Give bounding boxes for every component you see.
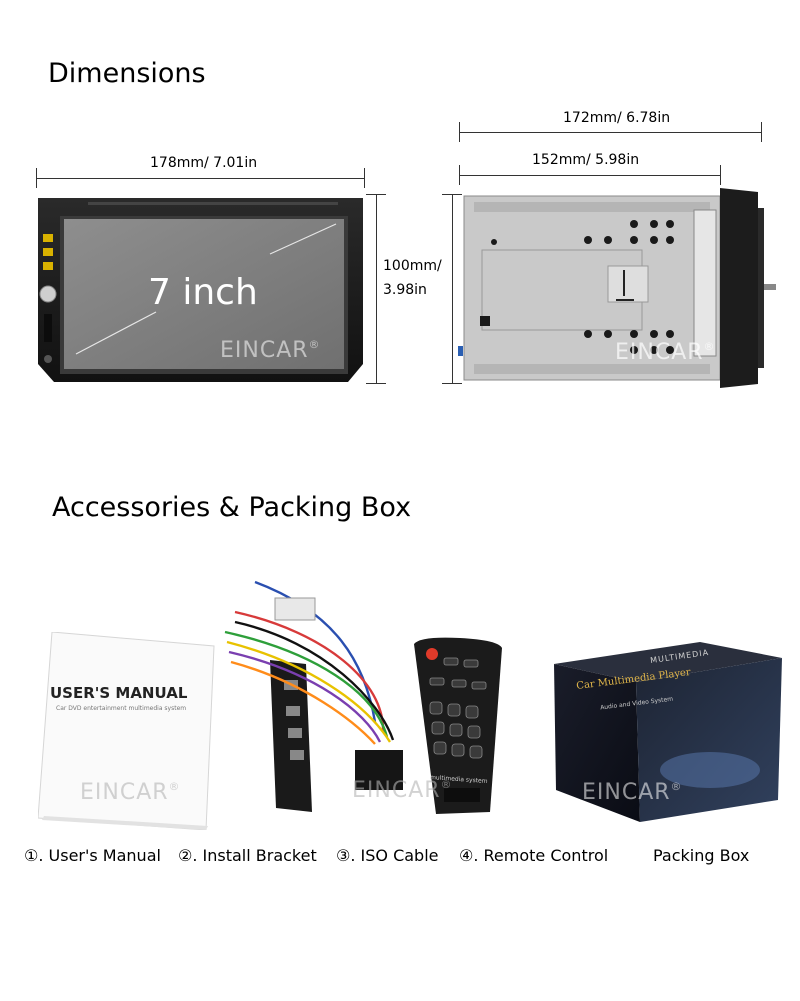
height-in-label: 3.98in (383, 282, 427, 298)
head-unit-front (36, 194, 365, 384)
head-unit-chassis (458, 188, 778, 388)
watermark-manual: EINCAR® (80, 780, 181, 805)
watermark-front: EINCAR® (220, 338, 321, 363)
caption-iso-cable: ③. ISO Cable (336, 846, 439, 865)
side-total-label: 172mm/ 6.78in (563, 110, 671, 126)
watermark-box: EINCAR® (582, 780, 683, 805)
packing-box (550, 640, 786, 822)
caption-remote-control: ④. Remote Control (459, 846, 609, 865)
watermark-chassis: EINCAR® (615, 340, 716, 365)
accessories-heading: Accessories & Packing Box (52, 492, 412, 523)
dimensions-heading: Dimensions (48, 58, 206, 89)
side-body-label: 152mm/ 5.98in (532, 152, 640, 168)
screen-size-label: 7 inch (148, 272, 258, 313)
side-height-line (452, 194, 453, 384)
front-width-tick-right (364, 168, 365, 188)
height-line (376, 194, 377, 384)
height-tick-bottom (366, 383, 386, 384)
front-width-tick-left (36, 168, 37, 188)
manual-subtitle: Car DVD entertainment multimedia system (56, 705, 187, 712)
side-body-tick-left (459, 165, 460, 185)
front-width-line (36, 178, 365, 179)
height-tick-top (366, 194, 386, 195)
side-total-tick-left (459, 122, 460, 142)
caption-packing-box: Packing Box (653, 846, 750, 865)
side-body-line (459, 175, 721, 176)
side-height-tick-bottom (442, 383, 462, 384)
caption-install-bracket: ②. Install Bracket (178, 846, 317, 865)
side-total-tick-right (761, 122, 762, 142)
manual-title: USER'S MANUAL (50, 684, 188, 702)
front-width-label: 178mm/ 7.01in (150, 155, 258, 171)
users-manual-booklet (38, 632, 218, 830)
height-mm-label: 100mm/ (383, 258, 442, 274)
remote-control (410, 636, 506, 816)
iso-cable (215, 572, 415, 812)
watermark-remote: EINCAR® (352, 778, 453, 803)
side-total-line (459, 132, 762, 133)
side-height-tick-top (442, 194, 462, 195)
side-body-tick-right (720, 165, 721, 185)
caption-users-manual: ①. User's Manual (24, 846, 161, 865)
